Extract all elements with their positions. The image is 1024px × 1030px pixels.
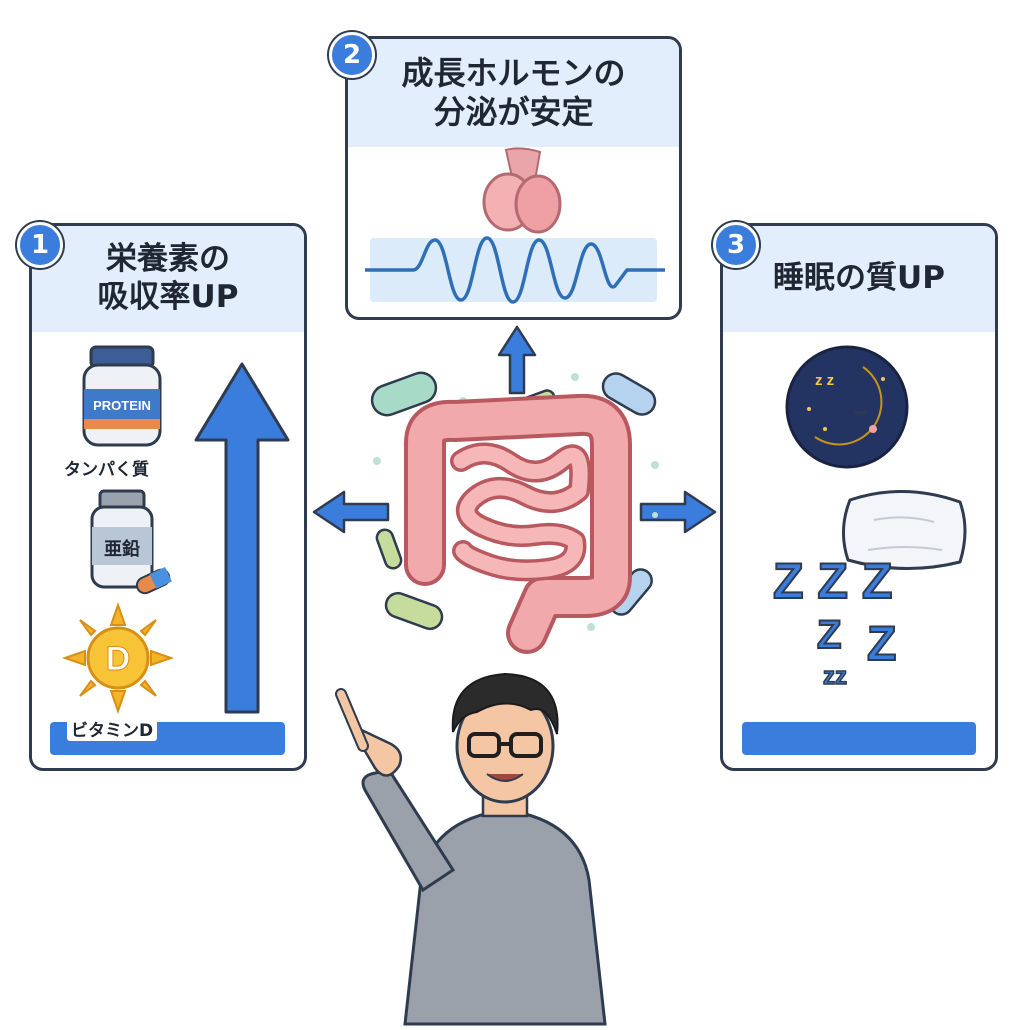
vitamin-d-letter: D: [106, 640, 131, 678]
panel-2-header: 成長ホルモンの 分泌が安定: [348, 39, 679, 147]
panel-3-title-line-1: 睡眠の質UP: [773, 260, 945, 297]
protein-label: タンパく質: [64, 460, 149, 480]
arrow-right-to-panel-3: [639, 490, 717, 534]
zzz-icon: Z Z Z Z Z zz: [772, 552, 897, 691]
zinc-bottle-text: 亜鉛: [104, 538, 140, 560]
panel-3-header: 睡眠の質UP: [723, 226, 995, 332]
bacteria-icon: [370, 371, 438, 417]
panel-2-title-line-2: 分泌が安定: [433, 93, 594, 131]
protein-jar-icon: PROTEIN: [82, 345, 162, 447]
panel-1-header: 栄養素の 吸収率UP: [32, 226, 304, 332]
arrow-left-to-panel-1: [312, 490, 390, 534]
svg-text:zz: zz: [823, 663, 847, 690]
zinc-bottle-icon: 亜鉛: [90, 489, 172, 595]
svg-text:Z: Z: [867, 618, 896, 671]
moon-z-text: z z: [815, 372, 834, 389]
vitamin-d-label: ビタミンD: [67, 716, 158, 741]
panel-3-number-badge: 3: [713, 222, 759, 268]
zzz-text-large: Z Z Z: [773, 553, 892, 609]
panel-1-title-line-2: 吸収率UP: [97, 279, 239, 315]
panel-2-title-line-1: 成長ホルモンの: [401, 53, 626, 92]
hormone-wave-icon: [365, 236, 665, 304]
hormone-wave-box: [370, 238, 657, 302]
panel-nutrient-absorption: 栄養素の 吸収率UP: [29, 223, 307, 771]
sleeping-moon-icon: z z: [785, 345, 909, 469]
panel-2-number-badge: 2: [329, 32, 375, 78]
panel-3-bottom-bar: [742, 722, 976, 755]
svg-text:Z: Z: [817, 613, 841, 657]
panel-1-title-line-1: 栄養素の: [106, 241, 230, 278]
pillow-icon: [842, 489, 967, 571]
panel-1-number-badge: 1: [17, 222, 63, 268]
intestine-icon: [370, 371, 659, 654]
arrow-up-to-panel-2: [497, 325, 537, 395]
up-arrow-icon: [194, 362, 290, 714]
presenter-man-icon: [335, 672, 607, 1026]
protein-jar-text: PROTEIN: [93, 398, 151, 413]
vitamin-d-sun-icon: D: [61, 601, 175, 715]
pituitary-gland-icon: [482, 147, 562, 234]
